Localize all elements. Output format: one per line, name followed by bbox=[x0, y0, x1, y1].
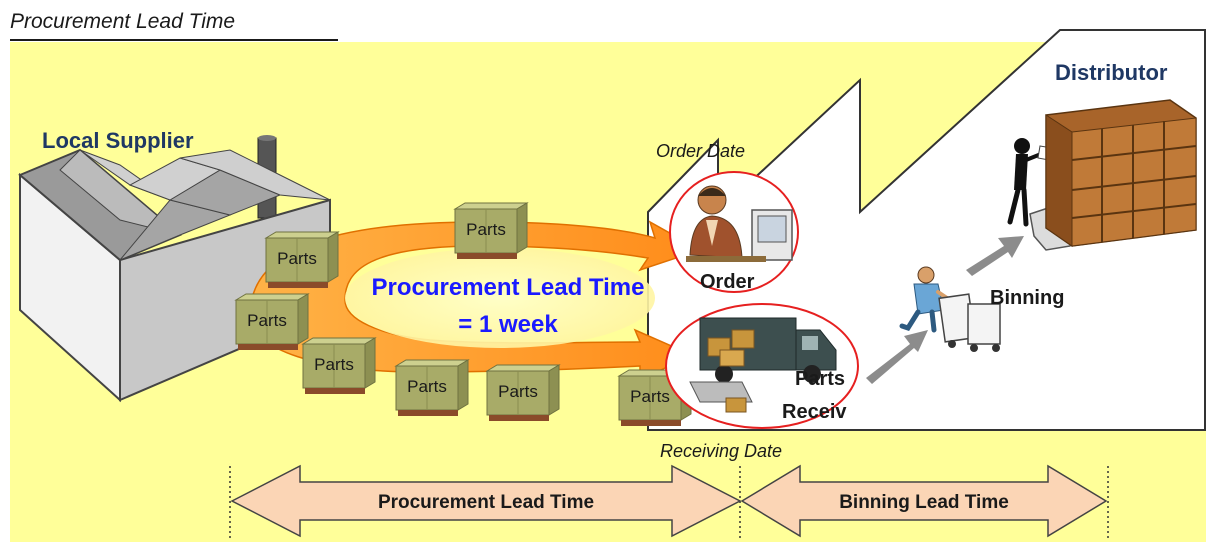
center-title: Procurement Lead Time bbox=[372, 274, 645, 301]
distributor-label: Distributor bbox=[1055, 60, 1168, 85]
parts-box: Parts bbox=[454, 202, 528, 260]
flow-arrow-to-binning bbox=[866, 330, 928, 384]
parts-box-label: Parts bbox=[466, 220, 506, 239]
binning-label: Binning bbox=[990, 287, 1064, 309]
parts-box: Parts bbox=[395, 359, 469, 417]
parts-box-label: Parts bbox=[277, 249, 317, 268]
parts-box: Parts bbox=[302, 337, 376, 395]
order-label: Order bbox=[700, 271, 755, 293]
procurement-lead-time-label: Procurement Lead Time bbox=[378, 492, 594, 513]
binning-lead-time-arrow bbox=[740, 464, 1108, 538]
receiving-circle: Parts Receiv bbox=[665, 303, 859, 429]
truck-icon bbox=[689, 317, 837, 413]
parts-box-label: Parts bbox=[498, 382, 538, 401]
flow-arrow-to-shelf bbox=[966, 236, 1024, 276]
parts-box-label: Parts bbox=[314, 355, 354, 374]
parts-receiv-label-line2: Receiv bbox=[782, 401, 847, 423]
receiving-date-label: Receiving Date bbox=[660, 441, 782, 461]
worker-cart-icon bbox=[899, 266, 1001, 352]
parts-box: Parts bbox=[265, 231, 339, 289]
local-supplier-label: Local Supplier bbox=[42, 128, 194, 153]
parts-box-label: Parts bbox=[247, 311, 287, 330]
order-person-icon bbox=[686, 185, 793, 262]
parts-box-label: Parts bbox=[407, 377, 447, 396]
binning-lead-time-label: Binning Lead Time bbox=[839, 492, 1009, 513]
shelf-icon bbox=[1045, 99, 1197, 247]
page-title: Procurement Lead Time bbox=[10, 10, 235, 33]
parts-box: Parts bbox=[235, 293, 309, 351]
order-date-label: Order Date bbox=[656, 141, 745, 161]
center-subtitle: = 1 week bbox=[458, 311, 558, 338]
parts-box: Parts bbox=[486, 364, 560, 422]
parts-box-label: Parts bbox=[630, 387, 670, 406]
procurement-lead-time-arrow bbox=[230, 464, 742, 538]
order-circle: Order bbox=[669, 171, 799, 293]
parts-box: Parts bbox=[618, 369, 692, 427]
parts-receiv-label-line1: Parts bbox=[795, 368, 845, 390]
